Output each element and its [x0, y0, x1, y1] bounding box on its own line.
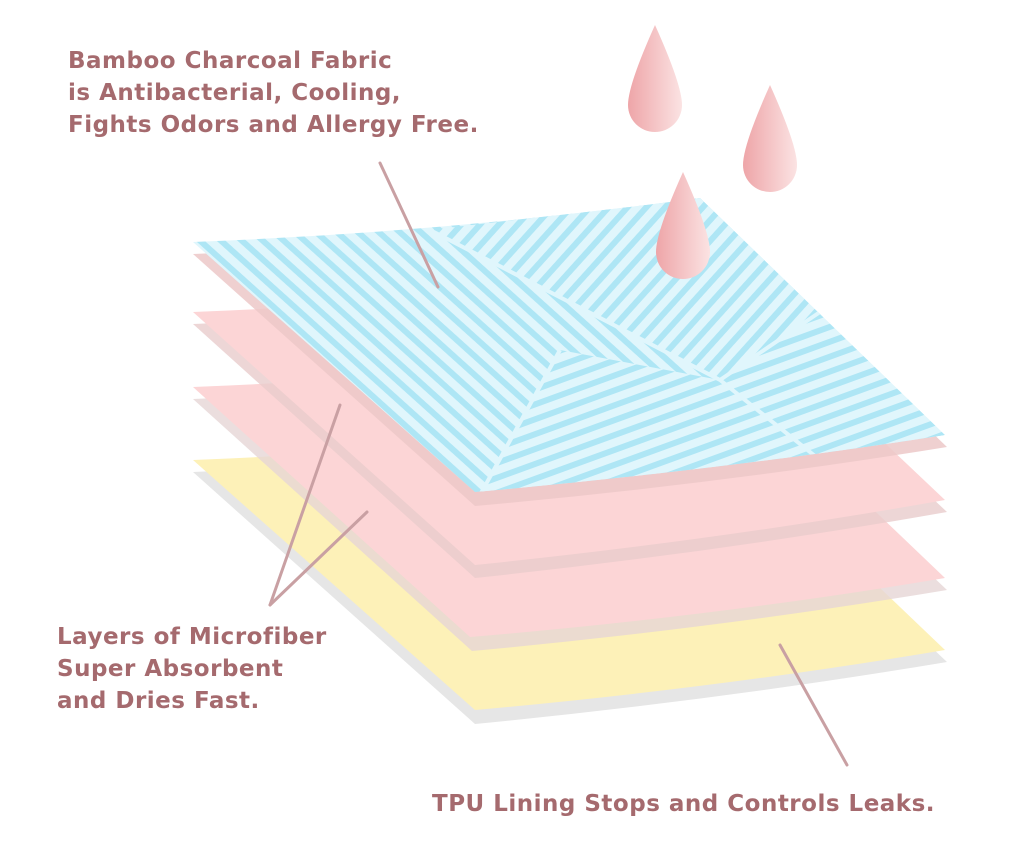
bamboo-label-line: is Antibacterial, Cooling,	[68, 80, 402, 106]
tpu-leader-line	[778, 643, 849, 767]
tpu-label: TPU Lining Stops and Controls Leaks.	[432, 791, 936, 817]
bamboo-label: Bamboo Charcoal Fabric is Antibacterial,…	[68, 45, 479, 141]
microfiber-label-line: Layers of Microfiber	[57, 624, 327, 650]
bamboo-leader-line	[378, 161, 440, 289]
microfiber-label: Layers of Microfiber Super Absorbent and…	[57, 621, 327, 717]
bamboo-label-line: Fights Odors and Allergy Free.	[68, 112, 479, 138]
water-drop-icon	[743, 85, 797, 192]
microfiber-leader-line-1	[268, 403, 342, 607]
microfiber-label-line: and Dries Fast.	[57, 688, 260, 714]
water-drop-icon	[656, 172, 710, 279]
water-drop-icon	[628, 25, 682, 132]
microfiber-leader-line-2	[268, 510, 369, 607]
bamboo-label-line: Bamboo Charcoal Fabric	[68, 48, 393, 74]
microfiber-label-line: Super Absorbent	[57, 656, 284, 682]
